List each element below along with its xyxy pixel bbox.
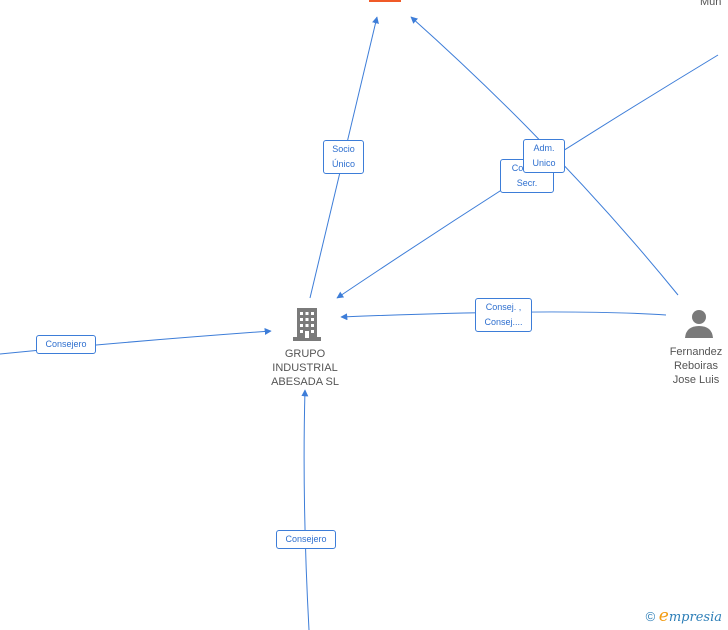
- person-node-label[interactable]: Fernandez Reboiras Jose Luis: [669, 346, 723, 386]
- copyright-symbol: ©: [645, 609, 656, 624]
- edge-label-adm-unico[interactable]: Adm. Unico: [523, 139, 565, 173]
- partial-company-node: [369, 0, 401, 2]
- brand-logo-letter: e: [658, 606, 669, 626]
- partial-node-label[interactable]: Mun: [700, 0, 722, 8]
- company-node-label[interactable]: GRUPO INDUSTRIAL ABESADA SL: [271, 348, 339, 388]
- edge-label-socio-unico[interactable]: Socio Único: [323, 140, 364, 174]
- edge-consejero-bottom: [301, 389, 310, 630]
- brand-logo-text: mpresia: [668, 610, 722, 625]
- edge-label-consejero-bottom[interactable]: Consejero: [276, 530, 336, 549]
- edge-label-consej-right[interactable]: Consej. , Consej....: [475, 298, 532, 332]
- edge-consejero-left: [0, 327, 272, 355]
- building-icon: [291, 306, 323, 347]
- edge-label-consejero-left[interactable]: Consejero: [36, 335, 96, 354]
- person-icon: [684, 308, 714, 343]
- brand-watermark: © empresia: [646, 606, 722, 626]
